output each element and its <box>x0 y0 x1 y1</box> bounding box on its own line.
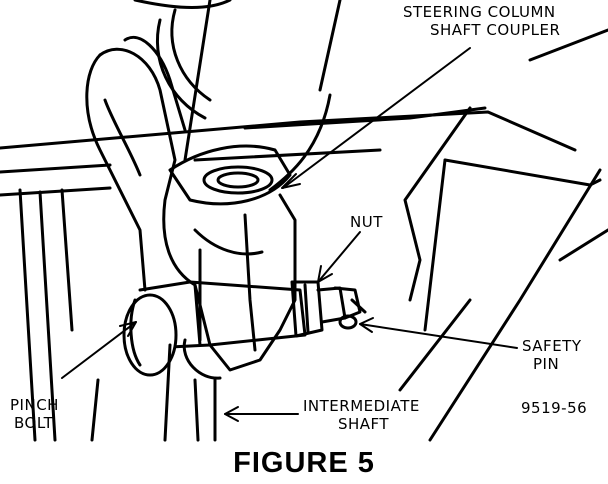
intermediate-shaft-label-line1: INTERMEDIATE <box>303 397 420 415</box>
safety-pin-label-line1: SAFETY <box>522 337 582 355</box>
shaft-coupler-yoke <box>85 36 297 372</box>
leader-lines <box>61 47 518 422</box>
pinch-bolt-label-line2: BOLT <box>14 414 54 432</box>
pinch-bolt <box>122 280 307 377</box>
intermediate-shaft <box>90 338 222 442</box>
safety-pin-label-line2: PIN <box>533 355 560 373</box>
part-number: 9519-56 <box>521 399 588 417</box>
figure-caption: FIGURE 5 <box>233 447 375 479</box>
coupler-label-line1: STEERING COLUMN <box>403 3 556 21</box>
coupler-label-line2: SHAFT COUPLER <box>430 21 561 39</box>
nut-label: NUT <box>350 213 383 231</box>
steering-column <box>133 0 342 192</box>
background-panel-lines <box>0 28 608 442</box>
intermediate-shaft-label-line2: SHAFT <box>338 415 390 433</box>
pinch-bolt-label-line1: PINCH <box>10 396 59 414</box>
nut-and-safety-pin <box>290 280 367 338</box>
